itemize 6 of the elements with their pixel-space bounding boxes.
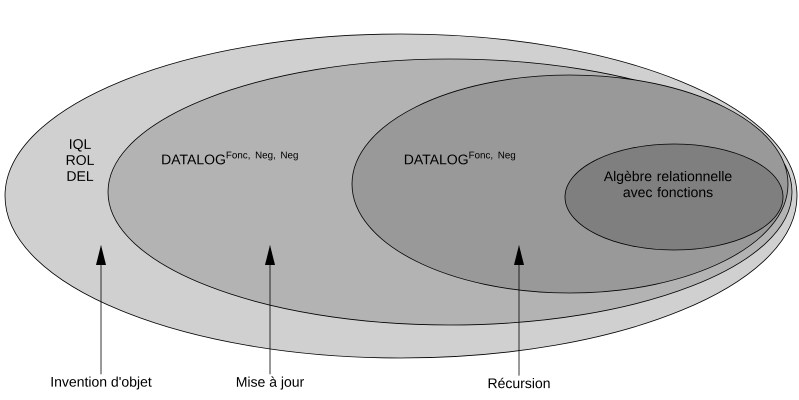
arrow xyxy=(265,245,275,375)
arrow xyxy=(96,245,106,375)
arrow xyxy=(514,245,524,376)
annotation-text: Mise à jour xyxy=(236,376,304,390)
annotation-text: Invention d'objet xyxy=(52,376,152,390)
annotation-text: Récursion xyxy=(488,378,550,388)
